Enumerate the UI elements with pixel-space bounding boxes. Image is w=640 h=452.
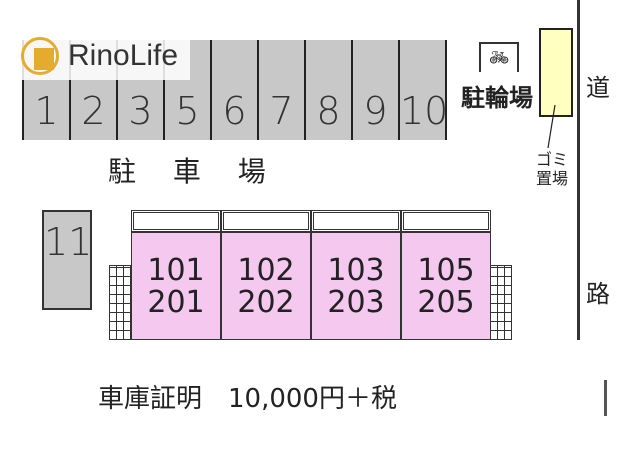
logo-text: RinoLife <box>68 39 179 72</box>
staircase-left <box>109 265 131 340</box>
unit-upper-number: 201 <box>147 285 205 320</box>
unit-upper-number: 202 <box>237 285 295 320</box>
staircase-right <box>490 265 512 340</box>
slot-label: 11 <box>44 220 93 264</box>
slot-label: 10 <box>400 89 449 133</box>
road-label-2: 路 <box>586 280 610 308</box>
parking-slot-6: 6 <box>210 40 257 140</box>
unit-upper-number: 205 <box>417 285 475 320</box>
unit-lower-number: 103 <box>327 253 385 288</box>
unit-lower-number: 102 <box>237 253 295 288</box>
balcony <box>401 210 491 232</box>
balcony <box>221 210 311 232</box>
road-label-1: 道 <box>586 74 610 102</box>
slot-label: 9 <box>363 89 388 133</box>
bicycle-parking-box: 🚲︎ <box>479 42 519 72</box>
garbage-area <box>539 28 573 117</box>
road-edge-line <box>577 0 580 340</box>
slot-label: 3 <box>128 89 153 133</box>
parking-label: 駐 車 場 <box>108 155 280 188</box>
bicycle-parking-label: 駐輪場 <box>461 84 533 112</box>
bicycle-icon: 🚲︎ <box>488 48 510 67</box>
logo: RinoLife <box>18 34 190 80</box>
parking-slot-8: 8 <box>304 40 351 140</box>
unit-lower-number: 105 <box>417 253 475 288</box>
garbage-label-line2: 置場 <box>535 169 568 188</box>
slot-label: 7 <box>269 89 294 133</box>
slot-label: 2 <box>81 89 106 133</box>
garbage-label: ゴミ 置場 <box>532 150 572 188</box>
garbage-label-line1: ゴミ <box>535 150 568 169</box>
unit-lower-number: 101 <box>147 253 205 288</box>
balcony <box>131 210 221 232</box>
balcony <box>311 210 401 232</box>
parking-slot-11: 11 <box>42 210 92 310</box>
garage-certificate-note: 車庫証明 10,000円＋税 <box>98 384 397 414</box>
logo-mark-icon <box>21 37 59 75</box>
unit-upper-number: 203 <box>327 285 385 320</box>
slot-label: 6 <box>222 89 247 133</box>
slot-label: 5 <box>175 89 200 133</box>
parking-slot-10: 10 <box>398 40 449 140</box>
parking-slot-7: 7 <box>257 40 304 140</box>
parking-slot-9: 9 <box>351 40 398 140</box>
slot-label: 1 <box>34 89 59 133</box>
road-edge-line-lower <box>604 380 607 416</box>
slot-label: 8 <box>316 89 341 133</box>
